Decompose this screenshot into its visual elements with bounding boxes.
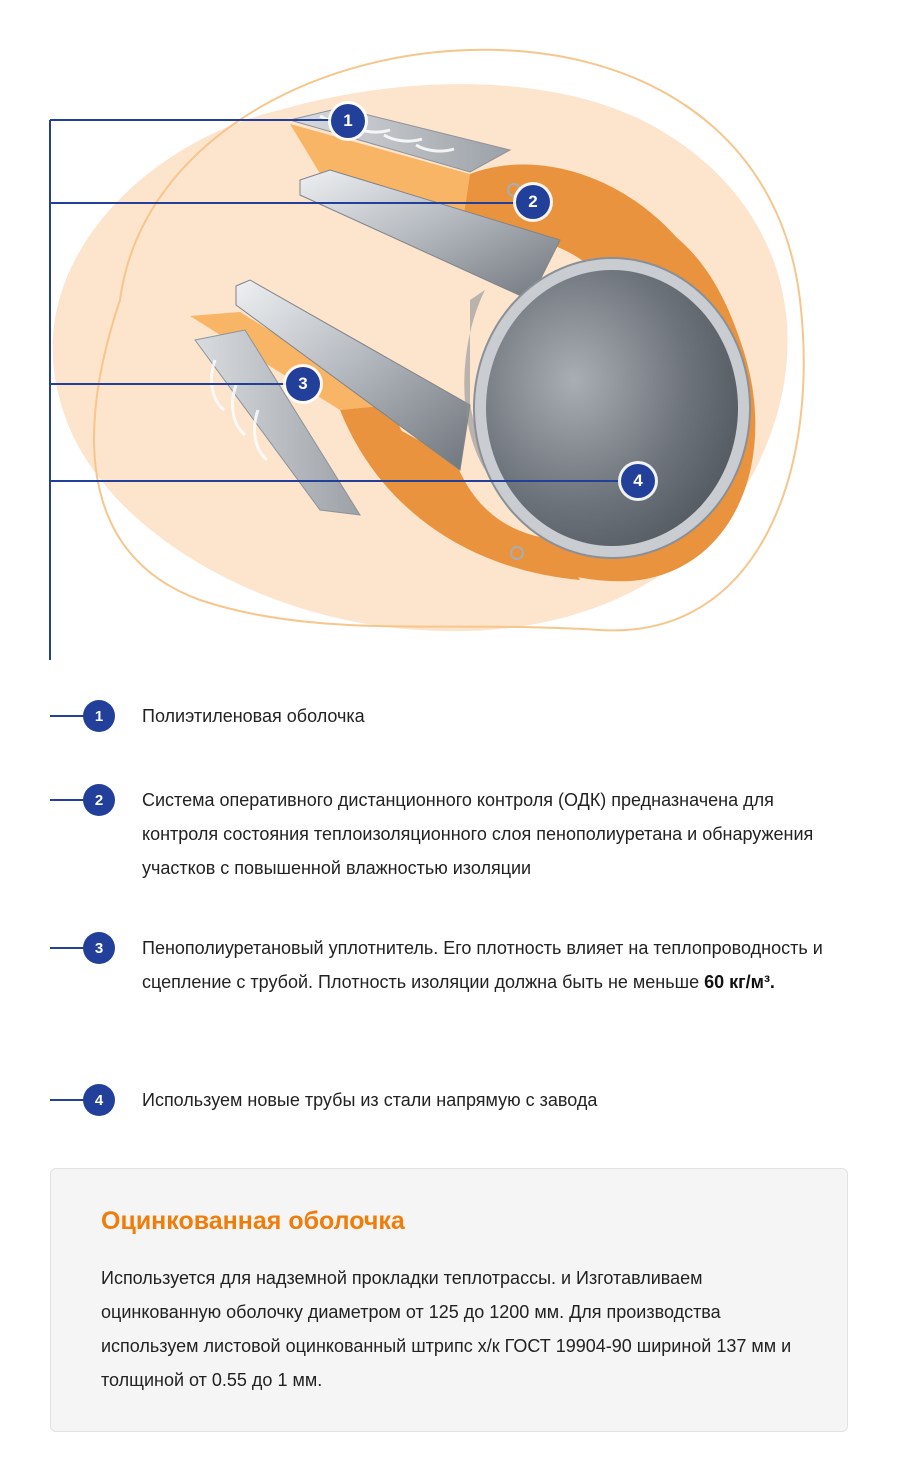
pe-shell-bottom <box>194 329 361 516</box>
legend-badge-3: 3 <box>83 932 115 964</box>
legend-item-1-text: Полиэтиленовая оболочка <box>142 706 365 726</box>
legend-badge-2: 2 <box>83 784 115 816</box>
card-text: Используется для надземной прокладки теп… <box>101 1268 792 1390</box>
figure-badge-1: 1 <box>331 104 365 138</box>
steel-pipe-bore <box>486 270 738 546</box>
galvanized-shell-card: Оцинкованная оболочка Используется для н… <box>50 1168 848 1432</box>
card-title: Оцинкованная оболочка <box>101 1207 405 1235</box>
steel-bottom <box>235 279 471 471</box>
legend-item-4-text: Используем новые трубы из стали напрямую… <box>142 1090 598 1110</box>
legend-badge-1: 1 <box>83 700 115 732</box>
figure-badge-3: 3 <box>286 367 320 401</box>
background-outline <box>93 48 805 632</box>
figure-badge-2: 2 <box>516 185 550 219</box>
legend-item-3-emphasis: 60 кг/м³. <box>704 972 775 992</box>
legend-item-3-text: Пенополиуретановый уплотнитель. Его плот… <box>142 931 832 999</box>
legend-item-2-text: Система оперативного дистанционного конт… <box>142 790 814 878</box>
legend-item-3-body: Пенополиуретановый уплотнитель. Его плот… <box>142 938 823 992</box>
pipe-body-highlight <box>464 290 485 470</box>
figure-badge-4: 4 <box>621 464 655 498</box>
pipe-cross-section-diagram <box>49 48 805 660</box>
legend-badge-4: 4 <box>83 1084 115 1116</box>
